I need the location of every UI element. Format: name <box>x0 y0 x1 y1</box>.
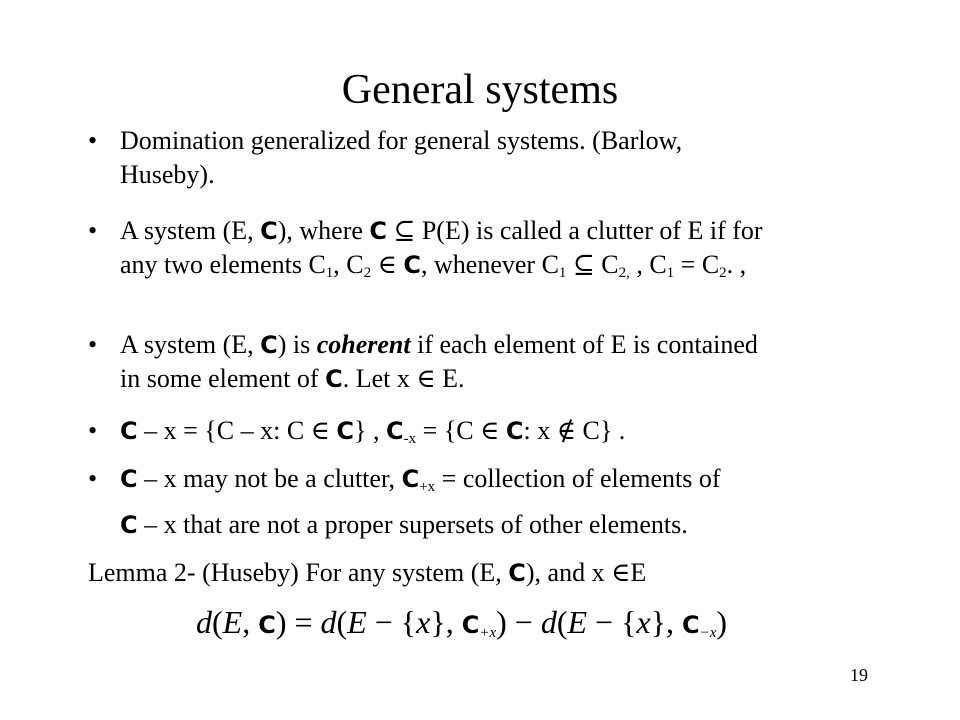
bullet-item: • A system (E, C), where C ⊆ P(E) is cal… <box>88 214 918 282</box>
bullet-item: • C – x = {C – x: C ∈ C} , C-x = {C ∈ C:… <box>88 414 918 448</box>
bullet-text: A system (E, C), where C ⊆ P(E) is calle… <box>120 216 763 281</box>
page-number: 19 <box>850 665 868 685</box>
bullet-item: • Domination generalized for general sys… <box>88 124 918 192</box>
bullet-text: Domination generalized for general syste… <box>120 126 683 189</box>
lemma-statement: Lemma 2- (Huseby) For any system (E, C),… <box>88 558 647 587</box>
bullet-dot: • <box>88 464 98 493</box>
bullet-dot: • <box>88 330 98 359</box>
lemma-formula: d(E, C) = d(E − {x}, C+x) − d(E − {x}, C… <box>196 604 728 641</box>
bullet-text: C – x = {C – x: C ∈ C} , C-x = {C ∈ C: x… <box>120 416 626 447</box>
bullet-continuation: C – x that are not a proper supersets of… <box>120 510 688 539</box>
bullet-dot: • <box>88 126 98 155</box>
bullet-item: • C – x may not be a clutter, C+x = coll… <box>88 462 918 496</box>
bullet-text: A system (E, C) is coherent if each elem… <box>120 330 758 393</box>
bullet-item: • A system (E, C) is coherent if each el… <box>88 328 918 396</box>
slide-title: General systems <box>341 67 619 113</box>
bullet-text: C – x may not be a clutter, C+x = collec… <box>120 464 721 495</box>
bullet-dot: • <box>88 216 98 245</box>
bullet-dot: • <box>88 416 98 445</box>
